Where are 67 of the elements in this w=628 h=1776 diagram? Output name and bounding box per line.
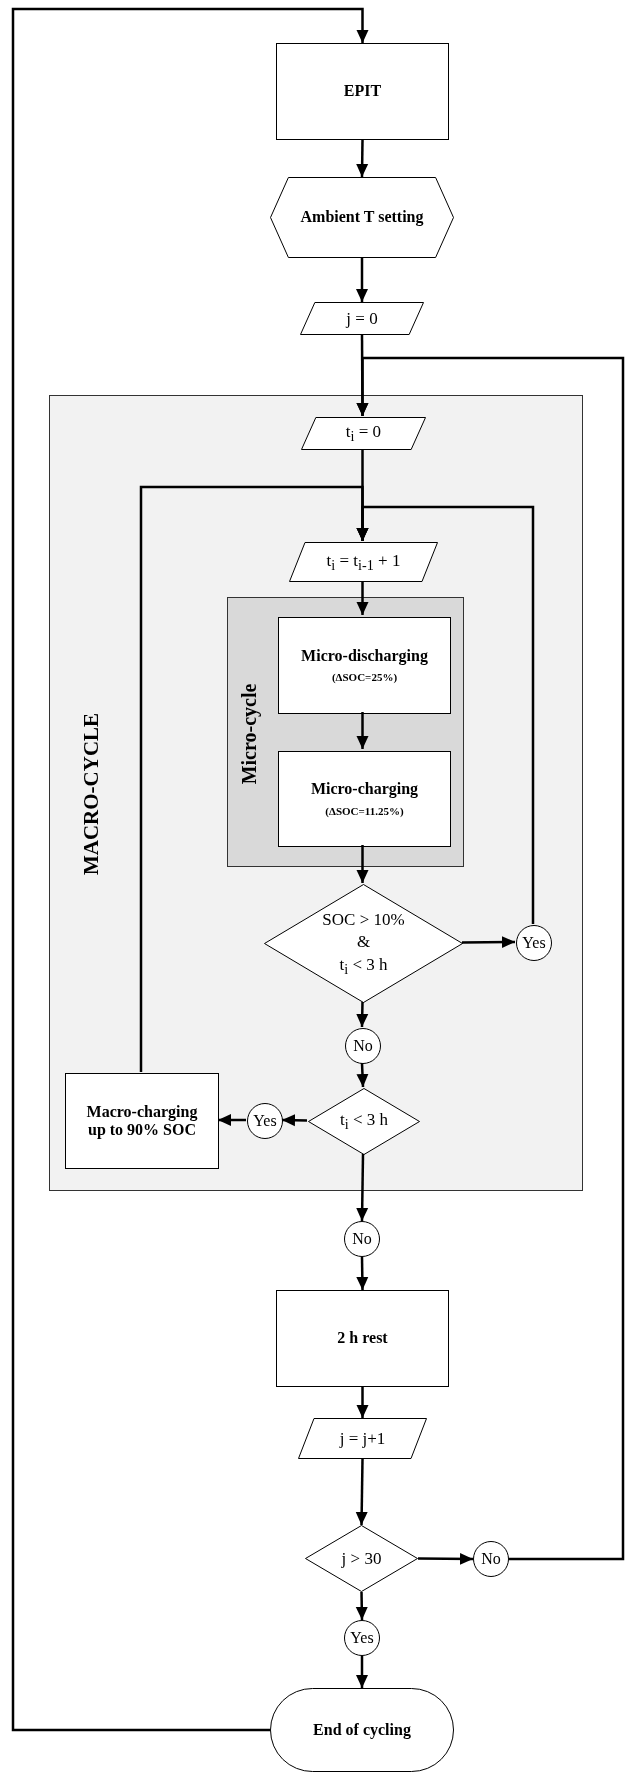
decision-diamond (308, 1088, 420, 1155)
step-label: t$_{i}$ = 0 (345, 422, 382, 445)
answer-label: No (481, 1549, 501, 1569)
step-label: Micro-discharging (301, 647, 428, 666)
connector-circle (345, 1028, 381, 1064)
connector-circle (344, 1221, 380, 1257)
answer-label: Yes (350, 1628, 374, 1648)
arrow (356, 1656, 368, 1688)
note-label: t$_{i}$ < 3 h (339, 954, 388, 978)
arrow (356, 1001, 369, 1028)
group-panel (49, 395, 583, 1191)
arrow (462, 936, 515, 949)
arrow (356, 712, 369, 749)
arrow (356, 1154, 369, 1221)
arrow (281, 1114, 308, 1127)
arrow (356, 140, 369, 177)
connector-circle (344, 1620, 380, 1656)
step-label: SOC > 10% (322, 909, 405, 930)
arrow (11, 7, 369, 1732)
arrow (356, 581, 369, 615)
answer-label: Yes (522, 933, 546, 953)
arrow (356, 1062, 369, 1088)
arrow (418, 1552, 473, 1565)
note-label: (ΔSOC=11.25%) (325, 804, 404, 818)
data-parallelogram (300, 302, 424, 335)
step-label: j = 0 (346, 308, 378, 329)
arrow (356, 356, 625, 1561)
panel-title: Micro-cycle (237, 683, 261, 785)
process-box (276, 43, 449, 140)
note-label: & (356, 932, 371, 952)
process-box (276, 1290, 449, 1387)
step-label: 2 h rest (337, 1329, 388, 1348)
step-label: Micro-charging (310, 780, 419, 799)
arrow (218, 1114, 246, 1126)
step-label: EPIT (343, 82, 382, 101)
process-box (278, 617, 451, 714)
step-label: j = j+1 (339, 1428, 386, 1449)
process-box (65, 1073, 219, 1169)
data-parallelogram (289, 542, 438, 582)
decision-diamond (305, 1525, 418, 1592)
group-panel (227, 597, 464, 867)
preparation-hexagon (270, 177, 454, 258)
arrow (356, 258, 368, 302)
arrow (356, 1257, 369, 1290)
step-label: t$_{i}$ < 3 h (340, 1110, 388, 1133)
step-label: End of cycling (313, 1720, 411, 1740)
arrow (355, 1591, 368, 1621)
arrow (356, 505, 535, 924)
step-label: j > 30 (341, 1548, 382, 1569)
process-box (278, 751, 451, 847)
step-label: t$_{i}$ = t$_{i-1}$ + 1 (326, 550, 401, 574)
decision-diamond (264, 884, 463, 1003)
connector-circle (247, 1103, 283, 1139)
answer-label: Yes (253, 1111, 277, 1131)
step-label: Macro-charging up to 90% SOC (85, 1102, 199, 1140)
answer-label: No (353, 1036, 373, 1056)
panel-title: MACRO-CYCLE (78, 712, 104, 876)
data-parallelogram (298, 1418, 427, 1459)
arrow (356, 1387, 369, 1418)
arrow (355, 1459, 368, 1525)
step-label: Ambient T setting (300, 208, 424, 227)
arrow (356, 845, 369, 883)
answer-label: No (352, 1229, 372, 1249)
connector-circle (473, 1541, 509, 1577)
data-parallelogram (301, 417, 426, 450)
note-label: (ΔSOC=25%) (331, 671, 398, 684)
connector-circle (516, 925, 552, 961)
